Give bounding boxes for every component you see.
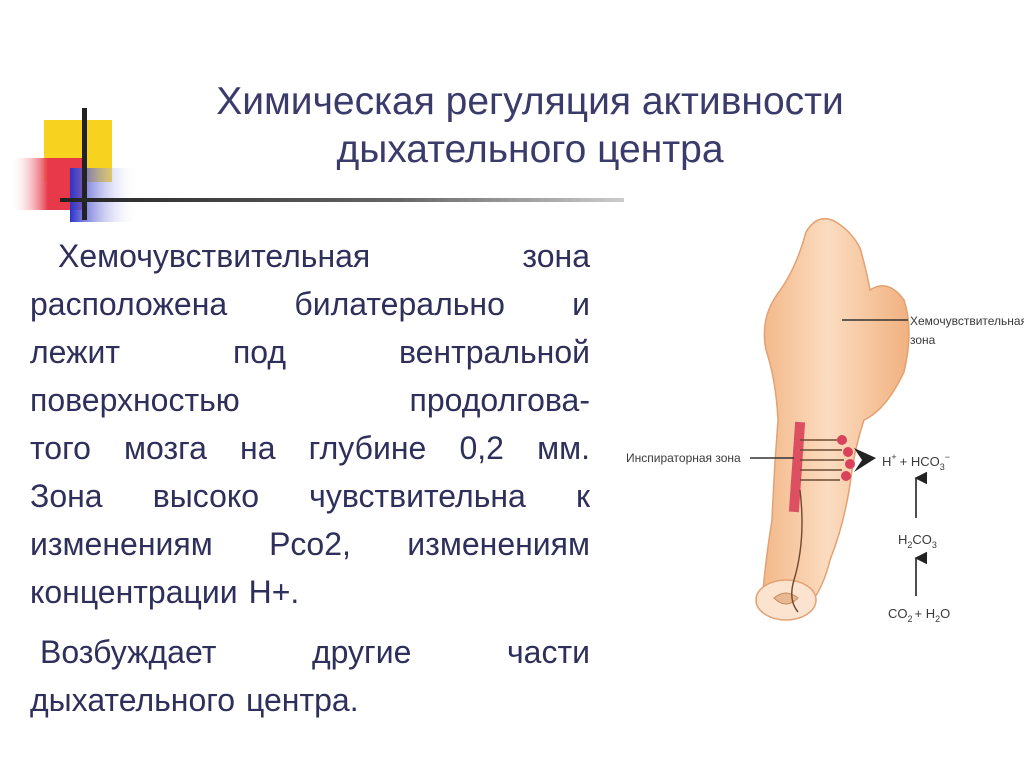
deco-blue-square bbox=[70, 168, 138, 222]
label-co2-h2o: CO2+ H2O bbox=[888, 606, 950, 624]
title-line-2: дыхательного центра bbox=[336, 128, 724, 171]
label-inspiratory-zone: Инспираторная зона bbox=[626, 451, 741, 465]
deco-horizontal-line bbox=[60, 198, 624, 202]
brainstem-shape bbox=[761, 217, 910, 617]
arrow-into-zone-icon bbox=[854, 448, 876, 472]
label-h2co3: H2CO3 bbox=[898, 532, 937, 550]
title-decoration bbox=[10, 108, 624, 222]
page-title: Химическая регуляция активности дыхатель… bbox=[140, 78, 920, 174]
label-chemo-zone: Хемочувствительная bbox=[910, 314, 1024, 328]
brainstem-diagram: Хемочувствительная зона Инспираторная зо… bbox=[626, 217, 1024, 624]
nerve-fibers bbox=[791, 439, 844, 613]
title-line-1: Химическая регуляция активности bbox=[216, 80, 844, 123]
inspiratory-zone-marker bbox=[788, 421, 806, 513]
chemosensitive-cells bbox=[837, 435, 855, 481]
deco-vertical-line bbox=[82, 108, 87, 220]
label-chemo-zone-2: зона bbox=[910, 333, 936, 347]
label-h-hco3: H++ HCO3− bbox=[882, 452, 950, 472]
